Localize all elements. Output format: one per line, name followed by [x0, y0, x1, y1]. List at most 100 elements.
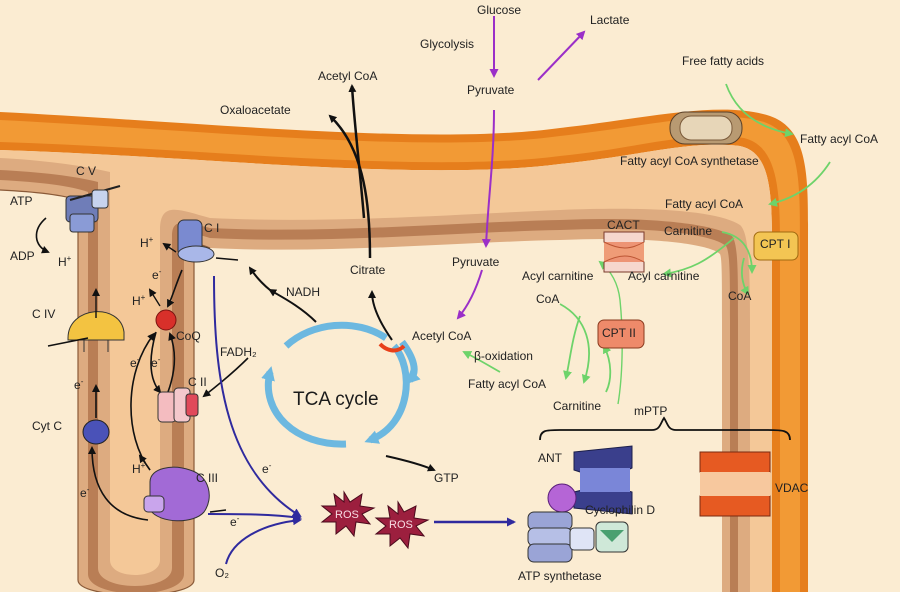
cpt2-shape [597, 319, 645, 349]
tca-nadh-arrow [268, 288, 317, 323]
tca-ring-right [364, 343, 410, 444]
coa-ims-label: CoA [728, 289, 752, 303]
civ-label: C IV [32, 307, 56, 321]
ciii-ros-arrow [207, 512, 302, 522]
glucose-label: Glucose [477, 3, 522, 17]
cpt1-label: CPT I [760, 237, 791, 251]
coa-matrix-label: CoA [536, 292, 560, 306]
ros1-label: ROS [335, 509, 359, 521]
ant-shape [573, 445, 633, 515]
oxaloacetate-label: Oxaloacetate [220, 103, 291, 117]
h-plus-cv-label: H+ [58, 254, 72, 269]
h-ciii-arrow [138, 454, 151, 471]
fatty-acyl-coa-ims-label: Fatty acyl CoA [665, 197, 744, 211]
cpt2-label: CPT II [602, 326, 636, 340]
complex-ii [157, 387, 199, 423]
cact-label: CACT [607, 218, 640, 232]
ant-label: ANT [538, 451, 562, 465]
beta-ox-arrow [462, 351, 501, 373]
complex-iv [67, 311, 125, 352]
mptp-brace [539, 416, 791, 441]
h-plus-ci-label: H+ [140, 235, 154, 250]
ciii-line [209, 509, 227, 513]
nadh-ci-arrow [248, 266, 271, 291]
vdac-label: VDAC [775, 481, 809, 495]
fadh2-arrow [202, 357, 249, 398]
citrate-label: Citrate [350, 263, 386, 277]
ros2-label: ROS [389, 519, 413, 531]
cpt2-arrow [559, 303, 591, 384]
pyruvate-cytosol-label: Pyruvate [467, 83, 515, 97]
free-fatty-acids-label: Free fatty acids [682, 54, 765, 68]
cii-label: C II [188, 375, 207, 389]
atp-synthetase-label: ATP synthetase [518, 569, 602, 583]
gtp-label: GTP [434, 471, 459, 485]
cpt2-fattyacyl-arrow [563, 315, 581, 380]
fatty-acyl-coa-synthetase-label: Fatty acyl CoA synthetase [620, 154, 759, 168]
e-mid-label: e- [262, 461, 272, 476]
e-left1-label: e- [130, 355, 140, 370]
atp-synthetase-shape [527, 511, 629, 563]
pyruvate-lactate-arrow [537, 30, 586, 81]
cact-shape [603, 231, 645, 273]
ros-star-2 [374, 500, 430, 550]
acetyl-entry-mark [378, 342, 406, 353]
e-civ-label: e- [74, 377, 84, 392]
citrate-acetylcoa-arrow [348, 84, 366, 219]
acyl-carnitine-left-label: Acyl carnitine [522, 269, 594, 283]
o2-label: O₂ [215, 566, 229, 580]
tca-cycle-label: TCA cycle [293, 389, 379, 410]
glycolysis-label: Glycolysis [420, 37, 475, 51]
complex-iii [143, 466, 210, 522]
tca-citrate-arrow [368, 290, 393, 341]
citrate-oxaloacetate-arrow [328, 114, 372, 259]
tca-ring-left [261, 366, 347, 448]
pyruvate-acetyl-arrow [456, 269, 483, 320]
fatty-acyl-coa-outer-label: Fatty acyl CoA [800, 132, 879, 146]
ci-label: C I [204, 221, 220, 235]
ci-line [215, 257, 239, 261]
tca-ring-entry [399, 339, 421, 385]
acetyl-coa-top-label: Acetyl CoA [318, 69, 378, 83]
civ-line [47, 337, 89, 347]
cpt1-shape [753, 231, 799, 261]
complex-i [177, 219, 215, 263]
e-to-ros-arrow [213, 275, 302, 518]
fatty-acyl-coa-synthetase-shape [669, 111, 743, 145]
cyclophilin-d-label: Cyclophilin D [585, 503, 656, 517]
cpt1-coa-arrow [740, 257, 750, 296]
coq-shape [155, 309, 177, 331]
e-ciii-label: e- [230, 514, 240, 529]
mptp-label: mPTP [634, 404, 668, 418]
acyl-carnitine-right-label: Acyl carnitine [628, 269, 700, 283]
carnitine-matrix-label: Carnitine [553, 399, 602, 413]
vdac-shape [699, 451, 771, 517]
cv-label: C V [76, 164, 97, 178]
h-ci-arrow [162, 242, 177, 253]
cii-coq-arrow [167, 332, 176, 393]
e-cytc-arrow [88, 446, 149, 521]
adp-label: ADP [10, 249, 35, 263]
fatty-acyl-coa-matrix-label: Fatty acyl CoA [468, 377, 547, 391]
atp-label: ATP [10, 194, 33, 208]
pyruvate-matrix-label: Pyruvate [452, 255, 500, 269]
tca-ring-top [283, 321, 388, 349]
carnitine-cpt2-arrow [603, 344, 612, 393]
carnitine-cpt1-arrow [721, 231, 757, 274]
cpt1-acylcarnitine-arrow [662, 237, 735, 278]
h-coq-arrow [148, 288, 161, 307]
ros-star-1 [320, 490, 376, 538]
o2-ros-arrow [225, 516, 302, 565]
h-plus-ciii-label: H+ [132, 461, 146, 476]
acetyl-coa-matrix-label: Acetyl CoA [412, 329, 472, 343]
complex-v [65, 185, 121, 233]
cyclophilin-d-shape [547, 483, 577, 513]
coq-label: CoQ [176, 329, 201, 343]
h-plus-mid-label: H+ [132, 293, 146, 308]
fadh2-label: FADH₂ [220, 345, 257, 359]
carnitine-ims-label: Carnitine [664, 224, 713, 238]
cyt-c-shape [82, 419, 110, 445]
e-left2-label: e- [151, 355, 161, 370]
